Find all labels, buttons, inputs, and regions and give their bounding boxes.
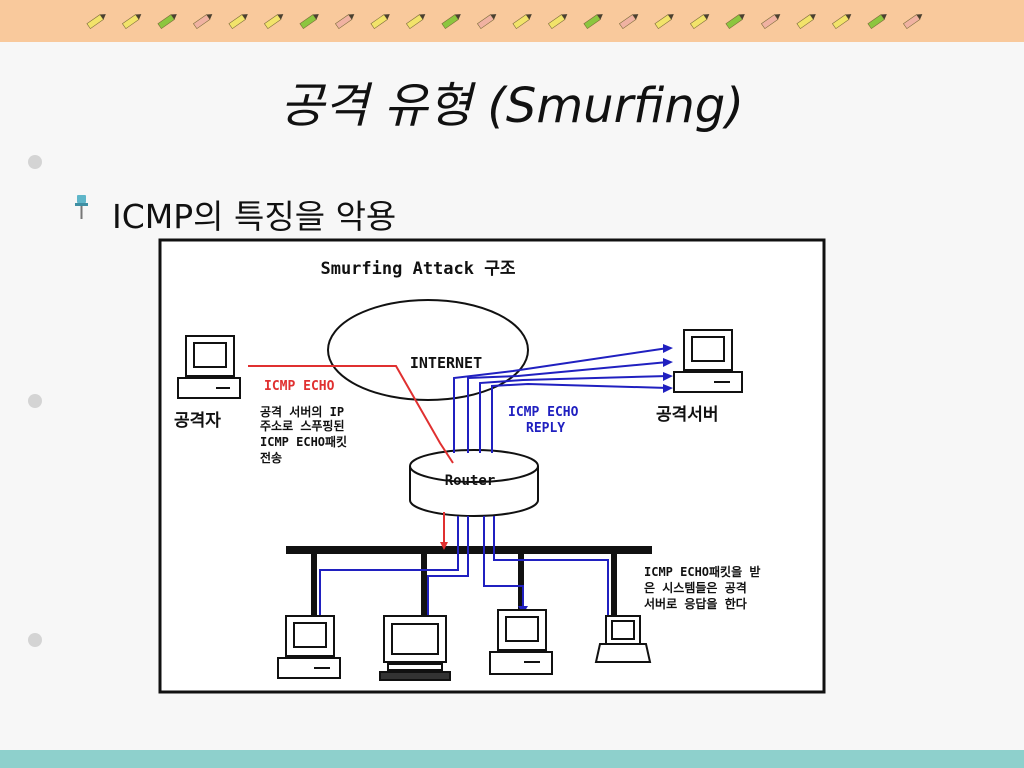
victim-server-computer-icon — [673, 329, 743, 393]
slide-title: 공격 유형 (Smurfing) — [280, 78, 744, 134]
side-dot-2 — [28, 394, 42, 408]
response-description: ICMP ECHO패킷을 받 은 시스템들은 공격 서버로 응답을 한다 — [644, 564, 760, 611]
attacker-computer-icon — [177, 335, 241, 399]
svg-text:은 시스템들은 공격: 은 시스템들은 공격 — [644, 580, 747, 595]
icmp-echo-reply-label: ICMP ECHO REPLY — [508, 405, 579, 436]
bottom-decorative-band — [0, 750, 1024, 768]
svg-text:ICMP ECHO패킷: ICMP ECHO패킷 — [260, 434, 347, 449]
lan-computer-1-icon — [277, 615, 341, 679]
diagram-title: Smurfing Attack 구조 — [320, 259, 515, 279]
side-dot-1 — [28, 155, 42, 169]
svg-text:서버로 응답을 한다: 서버로 응답을 한다 — [644, 596, 747, 611]
svg-text:주소로 스푸핑된: 주소로 스푸핑된 — [260, 418, 345, 433]
attacker-description: 공격 서버의 IP 주소로 스푸핑된 ICMP ECHO패킷 전송 — [260, 404, 347, 465]
smurfing-diagram: Smurfing Attack 구조 INTERNET Router — [158, 238, 826, 694]
svg-text:REPLY: REPLY — [526, 421, 565, 436]
attacker-label: 공격자 — [174, 411, 221, 431]
internet-label: INTERNET — [410, 354, 482, 372]
victim-label: 공격서버 — [656, 405, 719, 425]
side-dot-3 — [28, 633, 42, 647]
bullet-text: ICMP의 특징을 악용 — [112, 197, 397, 236]
svg-text:ICMP ECHO: ICMP ECHO — [508, 405, 579, 420]
icmp-echo-reply-lines — [319, 347, 669, 616]
svg-text:ICMP ECHO패킷을 받: ICMP ECHO패킷을 받 — [644, 564, 760, 579]
svg-text:전송: 전송 — [260, 450, 282, 465]
pushpin-bullet-icon — [75, 195, 88, 219]
router: Router — [409, 449, 539, 517]
lan-laptop-icon — [594, 615, 652, 663]
icmp-echo-request-line — [248, 365, 454, 464]
lan-computer-3-icon — [489, 609, 553, 675]
lan-computer-2-icon — [379, 615, 451, 681]
pencil-border-decoration — [86, 14, 923, 30]
router-label: Router — [445, 473, 496, 489]
svg-text:공격 서버의 IP: 공격 서버의 IP — [260, 404, 344, 419]
icmp-echo-label: ICMP ECHO — [264, 379, 335, 394]
